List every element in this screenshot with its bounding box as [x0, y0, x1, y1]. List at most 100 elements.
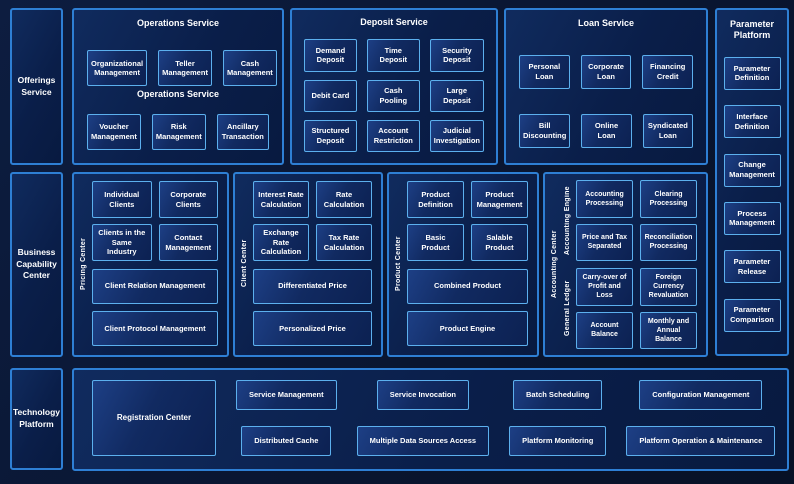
operations-row-2: Voucher Management Risk Management Ancil…: [87, 113, 269, 150]
diagram-box: Security Deposit: [429, 39, 484, 72]
diagram-box: Organizational Management: [87, 50, 148, 87]
accounting-center-groups: Accounting Engine Accounting Processing …: [561, 180, 697, 349]
diagram-box: Interest Rate Calculation: [253, 181, 309, 218]
tech-column-1: Service Management Distributed Cache: [236, 380, 337, 456]
diagram-box: Reconciliation Processing: [640, 223, 697, 261]
technology-platform-panel: Registration Center Service Management D…: [72, 368, 789, 471]
diagram-box: Judicial Investigation: [429, 119, 484, 152]
diagram-box: Clearing Processing: [640, 180, 697, 218]
pricing-center-panel: Pricing Center Individual Clients Corpor…: [72, 172, 229, 357]
offerings-service-sidebar-label: Offerings Service: [17, 74, 56, 97]
diagram-box: Carry-over of Profit and Loss: [576, 268, 633, 306]
diagram-box: Client Protocol Management: [92, 311, 218, 346]
tech-column-2: Service Invocation Multiple Data Sources…: [356, 380, 490, 456]
pricing-center-vertical-label: Pricing Center: [80, 237, 87, 290]
diagram-box: Personal Loan: [519, 54, 570, 89]
diagram-box: Structured Deposit: [304, 119, 357, 152]
operations-service-title: Operations Service: [136, 18, 220, 28]
tech-column-4: Configuration Management Platform Operat…: [626, 380, 776, 456]
diagram-box: Tax Rate Calculation: [316, 224, 372, 261]
diagram-box: Combined Product: [407, 268, 528, 304]
diagram-box: Change Management: [723, 153, 781, 187]
diagram-box: Accounting Processing: [576, 180, 633, 218]
diagram-box: Client Relation Management: [92, 268, 218, 304]
diagram-box: Distributed Cache: [241, 426, 332, 456]
parameter-platform-panel: Parameter Platform Parameter Definition …: [715, 8, 789, 356]
accounting-engine-grid: Accounting Processing Clearing Processin…: [576, 180, 697, 261]
diagram-box: Ancillary Transaction: [216, 113, 269, 150]
technology-platform-sidebar: Technology Platform: [10, 368, 63, 470]
accounting-center-panel: Accounting Center Accounting Engine Acco…: [543, 172, 708, 357]
loan-row-1: Personal Loan Corporate Loan Financing C…: [519, 54, 694, 89]
operations-service-subtitle: Operations Service: [136, 89, 220, 100]
pricing-center-grid: Individual Clients Corporate Clients Cli…: [92, 181, 218, 261]
loan-service-panel: Loan Service Personal Loan Corporate Loa…: [504, 8, 708, 165]
diagram-box: Platform Monitoring: [509, 426, 607, 456]
diagram-box: Corporate Loan: [580, 54, 632, 89]
diagram-box: Large Deposit: [429, 79, 484, 112]
accounting-engine-vertical-label: Accounting Engine: [564, 186, 571, 255]
diagram-box: Clients in the Same Industry: [92, 224, 152, 261]
diagram-box: Syndicated Loan: [642, 114, 694, 148]
diagram-box: Parameter Release: [723, 250, 781, 284]
diagram-box: Account Restriction: [366, 119, 420, 152]
diagram-box: Monthly and Annual Balance: [640, 311, 697, 349]
operations-row-1: Organizational Management Teller Managem…: [87, 50, 277, 87]
diagram-box: Parameter Definition: [723, 56, 781, 90]
general-ledger-vertical-label: General Ledger: [564, 280, 571, 337]
general-ledger-group: General Ledger Carry-over of Profit and …: [561, 268, 697, 349]
diagram-box: Foreign Currency Revaluation: [640, 268, 697, 306]
diagram-box: Service Management: [236, 380, 337, 410]
diagram-box: Differentiated Price: [253, 268, 372, 304]
diagram-box: Teller Management: [158, 50, 212, 87]
product-center-grid: Product Definition Product Management Ba…: [407, 181, 528, 261]
registration-center-box: Registration Center: [92, 380, 216, 456]
diagram-box: Product Engine: [407, 311, 528, 346]
diagram-box: Rate Calculation: [316, 181, 372, 218]
general-ledger-grid: Carry-over of Profit and Loss Foreign Cu…: [576, 268, 697, 349]
diagram-box: Product Definition: [407, 181, 464, 218]
diagram-box: Basic Product: [407, 224, 464, 261]
diagram-box: Individual Clients: [92, 181, 152, 218]
accounting-center-vertical-label: Accounting Center: [551, 230, 558, 299]
client-center-content: Interest Rate Calculation Rate Calculati…: [253, 181, 372, 346]
diagram-box: Product Management: [471, 181, 528, 218]
pricing-center-content: Individual Clients Corporate Clients Cli…: [92, 181, 218, 346]
diagram-box: Batch Scheduling: [513, 380, 603, 410]
diagram-box: Voucher Management: [87, 113, 141, 150]
diagram-box: Process Management: [723, 201, 781, 235]
diagram-box: Account Balance: [576, 311, 633, 349]
diagram-box: Interface Definition: [723, 105, 781, 139]
offerings-service-sidebar: Offerings Service: [10, 8, 63, 165]
loan-service-title: Loan Service: [577, 18, 635, 28]
operations-service-panel: Operations Service Organizational Manage…: [72, 8, 284, 165]
diagram-box: Cash Management: [222, 50, 277, 87]
diagram-box: Bill Discounting: [519, 114, 571, 148]
deposit-service-title: Deposit Service: [360, 17, 428, 27]
business-capability-center-sidebar-label: Business Capability Center: [16, 246, 57, 281]
diagram-box: Risk Management: [151, 113, 206, 150]
accounting-engine-group: Accounting Engine Accounting Processing …: [561, 180, 697, 261]
client-center-vertical-label: Client Center: [241, 239, 248, 288]
diagram-box: Corporate Clients: [158, 181, 218, 218]
diagram-box: Service Invocation: [376, 380, 469, 410]
loan-row-2: Bill Discounting Online Loan Syndicated …: [519, 114, 694, 148]
diagram-box: Configuration Management: [639, 380, 763, 410]
diagram-box: Demand Deposit: [304, 39, 357, 72]
deposit-service-panel: Deposit Service Demand Deposit Time Depo…: [290, 8, 498, 165]
diagram-box: Debit Card: [304, 79, 357, 112]
client-center-grid: Interest Rate Calculation Rate Calculati…: [253, 181, 372, 261]
tech-column-3: Batch Scheduling Platform Monitoring: [509, 380, 607, 456]
diagram-box: Price and Tax Separated: [576, 223, 633, 261]
parameter-platform-boxes: Parameter Definition Interface Definitio…: [723, 42, 781, 348]
product-center-content: Product Definition Product Management Ba…: [407, 181, 528, 346]
product-center-vertical-label: Product Center: [395, 236, 402, 291]
diagram-box: Contact Management: [158, 224, 218, 261]
diagram-box: Online Loan: [581, 114, 632, 148]
diagram-box: Time Deposit: [366, 39, 420, 72]
diagram-box: Multiple Data Sources Access: [356, 426, 490, 456]
diagram-box: Salable Product: [471, 224, 528, 261]
diagram-box: Parameter Comparison: [723, 298, 781, 332]
parameter-platform-title: Parameter Platform: [729, 19, 775, 41]
